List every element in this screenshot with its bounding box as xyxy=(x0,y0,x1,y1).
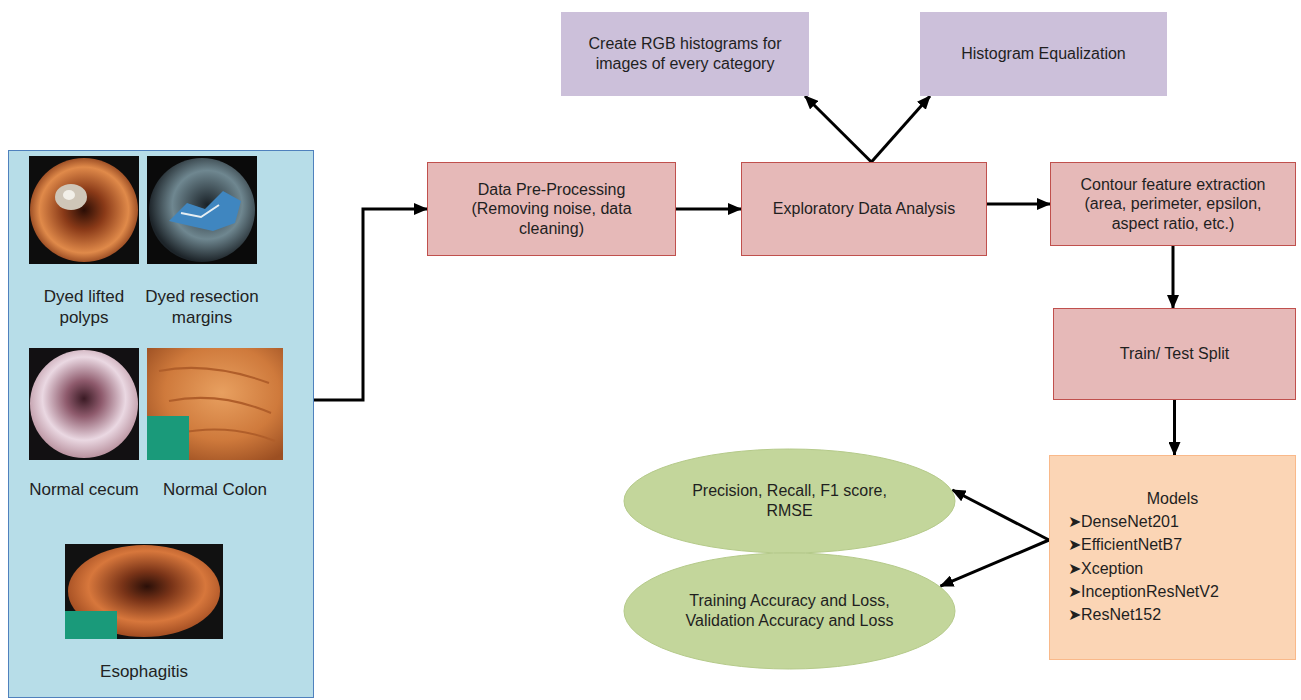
model-item: ➤Xception xyxy=(1068,557,1283,580)
box-body: Data Pre-Processing (Removing noise, dat… xyxy=(438,180,665,239)
image-caption: Dyed resection margins xyxy=(132,286,272,329)
process-box: Contour feature extraction (area, perime… xyxy=(1050,162,1296,246)
box-body: Exploratory Data Analysis xyxy=(773,199,955,219)
model-item: ➤DenseNet201 xyxy=(1068,510,1283,533)
analysis-box: Histogram Equalization xyxy=(920,12,1167,96)
image-caption: Dyed lifted polyps xyxy=(24,286,144,329)
box-label: Exploratory Data Analysis xyxy=(773,199,955,219)
box-label: Histogram Equalization xyxy=(961,44,1126,64)
box-body: Models➤DenseNet201➤EfficientNetB7➤Xcepti… xyxy=(1062,489,1283,626)
process-box: Exploratory Data Analysis xyxy=(741,162,987,256)
process-box: Data Pre-Processing (Removing noise, dat… xyxy=(427,162,676,256)
process-box: Train/ Test Split xyxy=(1053,308,1296,400)
endoscopy-images xyxy=(9,151,313,697)
flow-arrow xyxy=(1172,246,1175,308)
ellipse-outline xyxy=(623,448,956,554)
image-panel: Dyed lifted polypsDyed resection margins… xyxy=(8,150,314,698)
box-label: Data Pre-Processing (Removing noise, dat… xyxy=(438,180,665,239)
ellipse-outline xyxy=(623,552,956,670)
ellipse-body: Training Accuracy and Loss, Validation A… xyxy=(623,552,956,670)
model-item: ➤ResNet152 xyxy=(1068,603,1283,626)
model-item: ➤InceptionResNetV2 xyxy=(1068,580,1283,603)
flow-arrow xyxy=(987,203,1050,206)
list-heading: Models xyxy=(1062,489,1283,509)
flow-arrow xyxy=(676,208,741,211)
flow-arrow xyxy=(871,96,930,162)
metric-ellipse: Training Accuracy and Loss, Validation A… xyxy=(623,552,956,670)
flow-arrow xyxy=(805,96,871,162)
flow-arrow xyxy=(940,540,1049,586)
model-list-box: Models➤DenseNet201➤EfficientNetB7➤Xcepti… xyxy=(1049,455,1296,660)
model-item: ➤EfficientNetB7 xyxy=(1068,533,1283,556)
box-label: Training Accuracy and Loss, Validation A… xyxy=(679,591,900,630)
flow-arrow xyxy=(1173,400,1176,455)
analysis-box: Create RGB histograms for images of ever… xyxy=(561,12,809,96)
box-body: Contour feature extraction (area, perime… xyxy=(1061,175,1285,234)
image-caption: Esophagitis xyxy=(69,661,219,682)
box-label: Train/ Test Split xyxy=(1120,344,1229,364)
box-body: Create RGB histograms for images of ever… xyxy=(572,34,798,73)
box-label: Contour feature extraction (area, perime… xyxy=(1061,175,1285,234)
ellipse-body: Precision, Recall, F1 score, RMSE xyxy=(623,448,956,554)
image-caption: Normal Colon xyxy=(150,479,280,500)
flow-arrow xyxy=(314,209,427,400)
box-body: Histogram Equalization xyxy=(961,44,1126,64)
box-body: Train/ Test Split xyxy=(1120,344,1229,364)
box-label: Precision, Recall, F1 score, RMSE xyxy=(679,481,900,520)
box-label: Create RGB histograms for images of ever… xyxy=(572,34,798,73)
flow-arrow xyxy=(952,490,1049,540)
metric-ellipse: Precision, Recall, F1 score, RMSE xyxy=(623,448,956,554)
image-caption: Normal cecum xyxy=(24,479,144,500)
